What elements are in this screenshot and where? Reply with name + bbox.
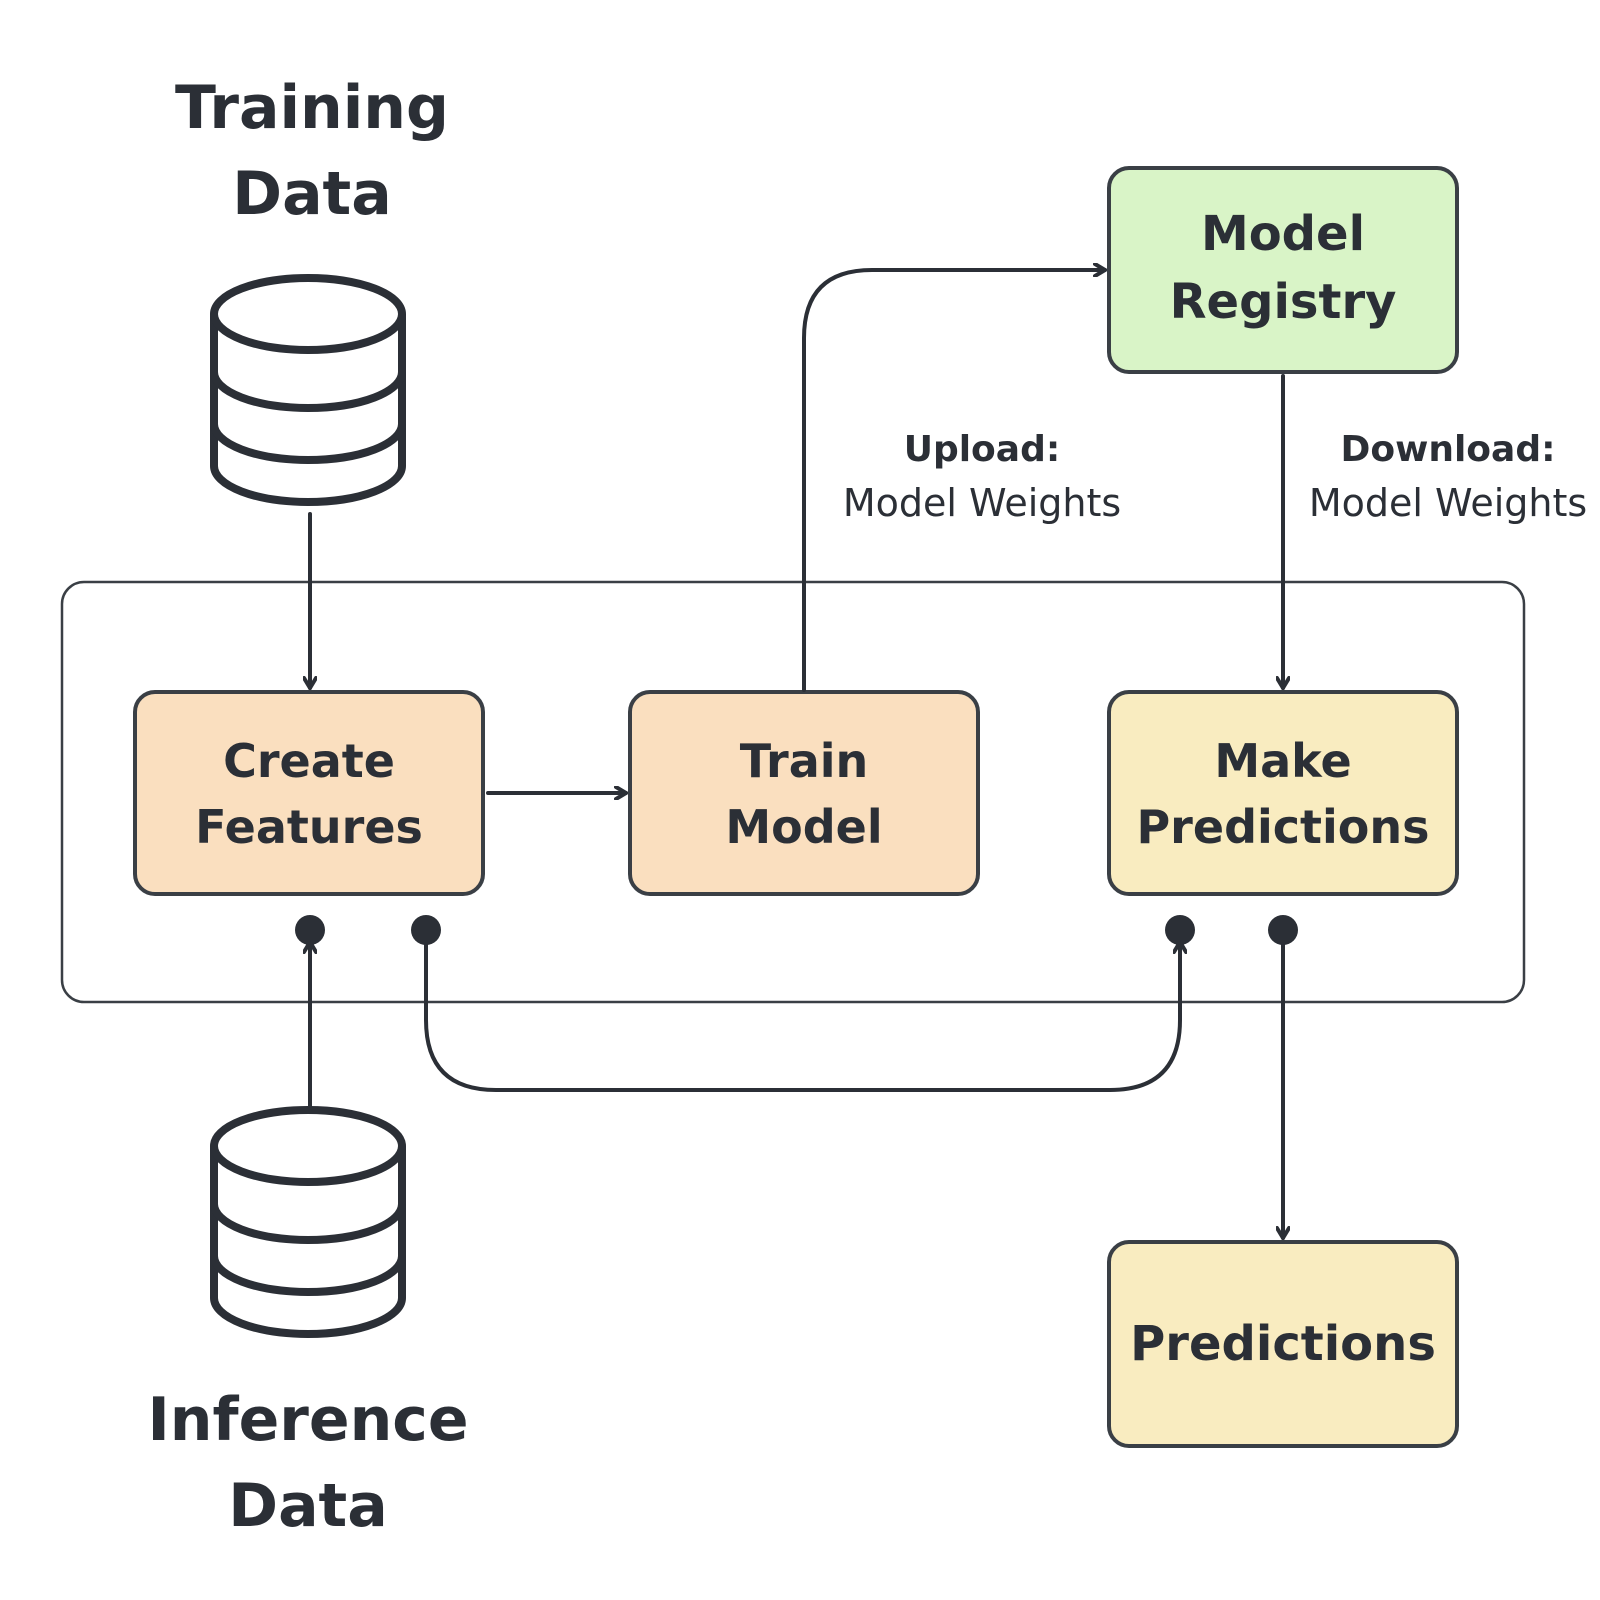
download-label-text: Model Weights <box>1309 481 1587 525</box>
edge-create-features-to-make-predictions <box>424 928 1180 1092</box>
edge-train-model-to-registry <box>802 270 1107 692</box>
upload-label-text: Model Weights <box>843 481 1121 525</box>
upload-label-title: Upload: <box>904 429 1061 470</box>
create-features-node: Create Features <box>133 690 485 896</box>
make-predictions-label-line2: Predictions <box>1136 800 1429 854</box>
download-label-title: Download: <box>1340 429 1555 470</box>
predictions-node: Predictions <box>1107 1240 1459 1448</box>
make-predictions-label-line1: Make <box>1214 734 1351 788</box>
predictions-label: Predictions <box>1130 1316 1436 1372</box>
inference-data-title-line2: Data <box>228 1471 387 1541</box>
port-dot <box>411 915 441 945</box>
train-model-node: Train Model <box>628 690 980 896</box>
training-data-title-line2: Data <box>232 159 391 229</box>
train-model-label-line1: Train <box>740 734 869 788</box>
database-icon <box>210 274 406 506</box>
model-registry-label-line1: Model <box>1201 206 1365 262</box>
model-registry-node: Model Registry <box>1107 166 1459 374</box>
create-features-label-line1: Create <box>223 734 395 788</box>
train-model-label-line2: Model <box>725 800 882 854</box>
port-dot <box>1268 915 1298 945</box>
pipeline-container <box>60 580 1526 1004</box>
create-features-label-line2: Features <box>195 800 423 854</box>
make-predictions-node: Make Predictions <box>1107 690 1459 896</box>
model-registry-label-line2: Registry <box>1170 274 1397 330</box>
port-dot <box>295 915 325 945</box>
training-data-title-line1: Training <box>175 73 449 143</box>
database-icon <box>210 1106 406 1338</box>
inference-data-title-line1: Inference <box>147 1385 468 1455</box>
port-dot <box>1165 915 1195 945</box>
